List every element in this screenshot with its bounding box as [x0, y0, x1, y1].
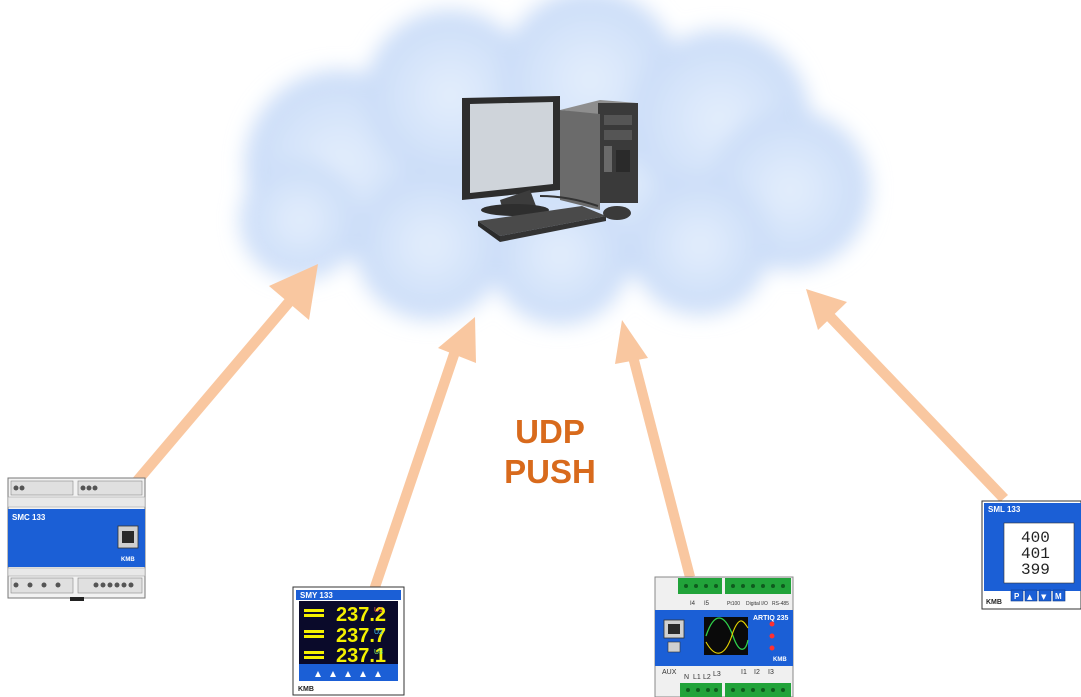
artiq-brand-logo: KMB: [773, 657, 787, 663]
desktop-computer-icon: [462, 96, 638, 242]
artiq-terminal-i4: I4: [690, 601, 696, 607]
smy-reading-1: 237.2: [336, 604, 386, 626]
sml-button-m: M: [1055, 592, 1062, 601]
sml-button-up: ▲: [1027, 593, 1033, 601]
artiq-terminal-pt100: Pt100: [727, 601, 740, 607]
arrow-smc-to-cloud: [131, 264, 318, 487]
smy-phase-3: U3: [374, 649, 383, 656]
smc-device-name: SMC 133: [12, 513, 46, 522]
artiq-device-name: ARTIQ 235: [753, 615, 789, 622]
artiq-terminal-n: N: [684, 674, 689, 681]
artiq-terminal-i3: I3: [768, 669, 774, 676]
artiq-terminal-l3: L3: [713, 671, 721, 678]
artiq-terminal-i5: I5: [704, 601, 710, 607]
sml-133-device: SML 133 400 401 399 P ▲ ▼ M KMB: [981, 500, 1081, 610]
arrows: [131, 264, 1008, 591]
artiq-terminal-i2: I2: [754, 669, 760, 676]
artiq-aux-label: AUX: [662, 669, 677, 676]
artiq-terminal-i1: I1: [741, 669, 747, 676]
artiq-terminal-l1: L1: [693, 674, 701, 681]
smy-reading-2: 237.7: [336, 625, 386, 647]
sml-reading-3: 399: [1021, 561, 1050, 579]
smy-133-device: SMY 133 237.2 237.7 237.1 U1 U2 U3 KMB: [292, 586, 405, 696]
sml-brand-logo: KMB: [986, 599, 1002, 606]
artiq-terminal-rs485: RS-485: [772, 601, 789, 607]
arrow-artiq-to-cloud: [615, 320, 695, 578]
smc-133-device: SMC 133 KMB: [7, 477, 146, 601]
smy-device-name: SMY 133: [300, 591, 333, 600]
sml-button-p: P: [1014, 592, 1020, 601]
udp-push-label: UDP PUSH: [470, 412, 630, 492]
sml-reading-1: 400: [1021, 529, 1050, 547]
artiq-terminal-digital: Digital I/O: [746, 601, 768, 607]
sml-reading-2: 401: [1021, 545, 1050, 563]
udp-label-line2: PUSH: [504, 453, 596, 490]
smc-brand-logo: KMB: [121, 557, 135, 563]
smy-phase-2: U2: [374, 629, 383, 636]
smy-brand-logo: KMB: [298, 686, 314, 693]
sml-device-name: SML 133: [988, 505, 1021, 514]
arrow-sml-to-cloud: [806, 289, 1008, 502]
artiq-terminal-l2: L2: [703, 674, 711, 681]
artiq-235-device: I4 I5 Pt100 Digital I/O RS-485 ARTIQ 235…: [654, 576, 794, 697]
udp-label-line1: UDP: [515, 413, 585, 450]
smy-reading-3: 237.1: [336, 645, 386, 667]
sml-button-down: ▼: [1041, 593, 1047, 601]
arrow-smy-to-cloud: [369, 317, 476, 591]
smy-phase-1: U1: [374, 607, 383, 614]
